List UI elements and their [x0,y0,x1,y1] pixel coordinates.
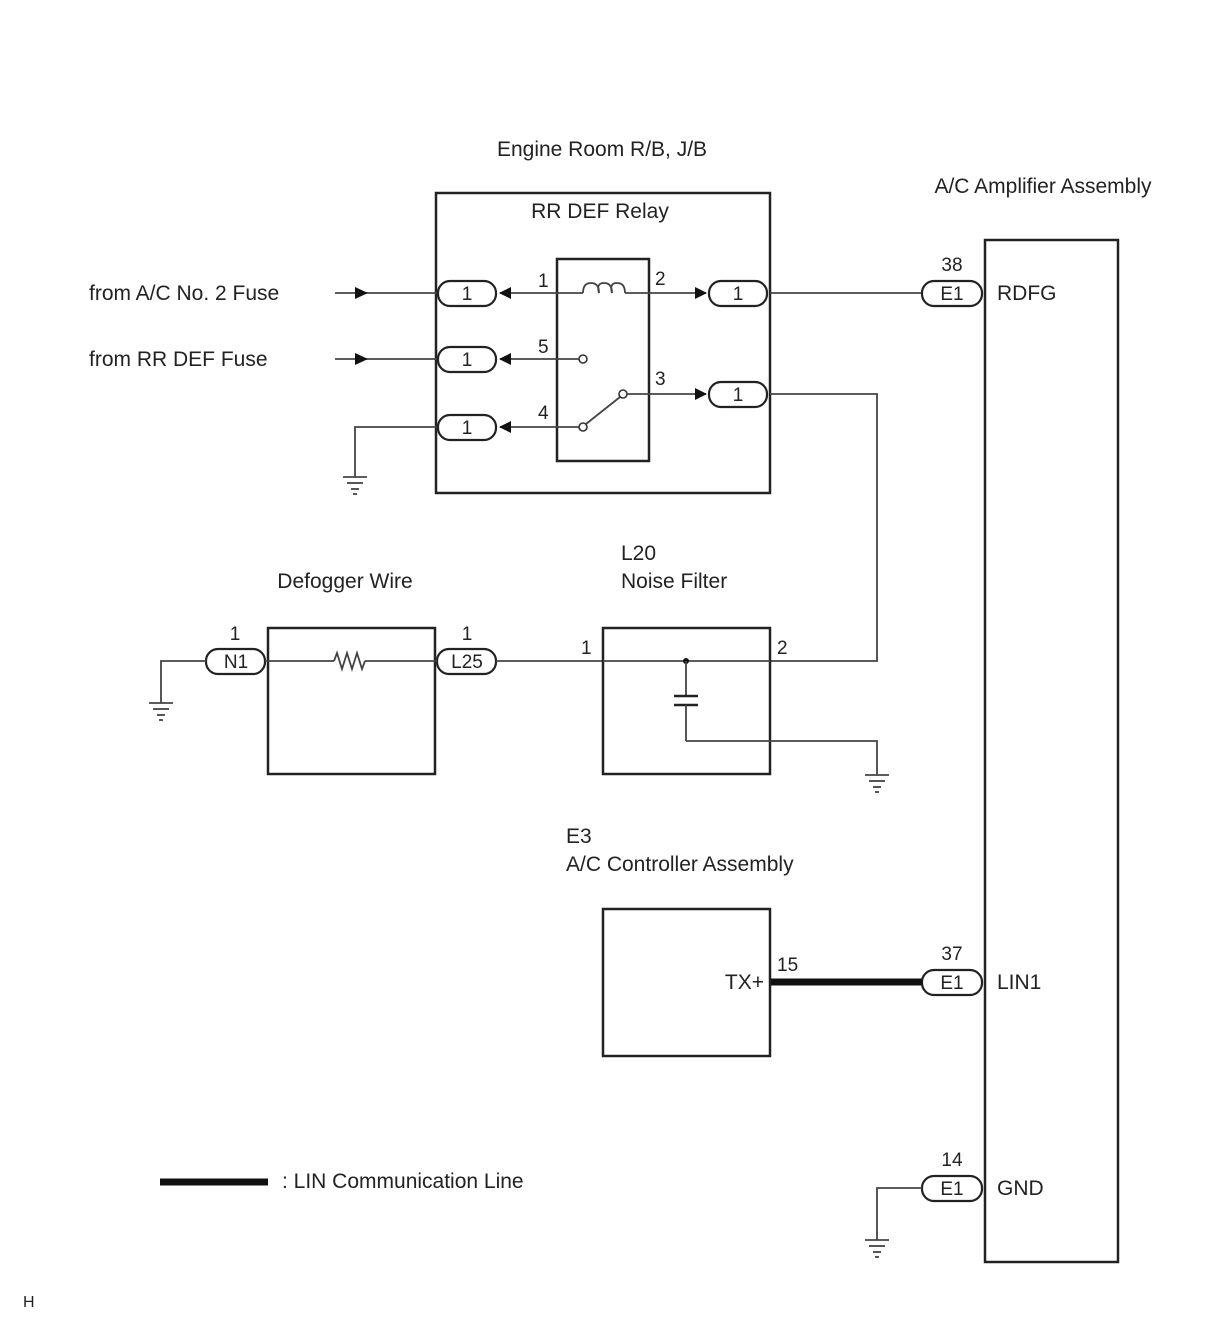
svg-text:1: 1 [733,385,744,406]
amplifier-terminal-rdfg: 38 E1 RDFG [920,255,1057,308]
input-label-rr-def-fuse: from RR DEF Fuse [89,348,268,371]
relay-coil [500,282,706,294]
relay-pin-5: 5 [538,337,549,358]
svg-text:14: 14 [941,1150,963,1171]
input-wire-rr-def-fuse [335,353,440,365]
arrow-icon [355,353,368,365]
ground-wire-noise-filter [686,740,889,793]
input-wire-ac-fuse [335,287,440,299]
connector-relay-left-mid: 1 [436,345,511,374]
svg-text:E1: E1 [940,1179,963,1200]
contact-pin5 [578,354,588,364]
svg-text:1: 1 [462,350,473,371]
relay-label: RR DEF Relay [531,200,669,223]
connector-relay-right-mid: 1 [695,380,769,409]
controller-pin-15: 15 [777,955,798,976]
defogger-label: Defogger Wire [277,570,412,593]
svg-text:LIN1: LIN1 [997,971,1041,994]
controller-code: E3 [566,825,592,848]
switch-arm-icon [585,396,621,425]
contact-pin3 [618,389,628,399]
amplifier-box [983,238,1120,1264]
controller-label: A/C Controller Assembly [566,853,794,876]
ground-wire-amplifier [865,1187,922,1258]
amplifier-terminal-lin1: 37 E1 LIN1 [920,944,1041,997]
svg-text:N1: N1 [224,652,248,673]
relay-pin-2: 2 [655,269,666,290]
contact-pin4 [578,422,588,432]
svg-text:E1: E1 [940,973,963,994]
svg-text:1: 1 [733,284,744,305]
noise-filter-label: Noise Filter [621,570,727,593]
svg-text:E1: E1 [940,284,963,305]
amplifier-terminal-gnd: 14 E1 GND [920,1150,1044,1203]
svg-text:1: 1 [462,284,473,305]
svg-text:1: 1 [462,418,473,439]
connector-n1: 1 N1 [204,624,267,676]
coil-icon [582,282,626,294]
noise-filter-code: L20 [621,542,656,565]
svg-text:38: 38 [941,255,962,276]
legend-text: : LIN Communication Line [282,1170,524,1193]
defogger-box [266,626,437,776]
footer-mark: H [23,1294,35,1311]
ground-wire-defogger [149,660,206,721]
connector-relay-left-bot: 1 [436,413,511,442]
connector-relay-left-top: 1 [436,279,511,308]
noise-filter-box [601,626,772,776]
controller-box [601,907,772,1058]
ground-icon [343,476,367,495]
arrow-icon [355,287,368,299]
ground-icon [865,774,889,793]
connector-l25: 1 L25 [435,624,498,676]
engine-room-jb-box [434,191,772,495]
controller-terminal-tx: TX+ [725,971,764,994]
resistor-icon [333,649,366,673]
svg-text:GND: GND [997,1177,1044,1200]
svg-text:L25: L25 [451,652,483,673]
relay-pin-3: 3 [655,369,666,390]
svg-text:1: 1 [230,624,241,645]
ground-icon [865,1239,889,1258]
amplifier-label: A/C Amplifier Assembly [934,175,1152,198]
ground-wire-relay [343,426,440,495]
resistor-wire [265,649,437,673]
connector-relay-right-top: 1 [695,279,769,308]
relay-box [555,257,651,463]
capacitor-icon [674,661,698,741]
svg-text:1: 1 [462,624,473,645]
svg-text:37: 37 [941,944,962,965]
input-label-ac-fuse: from A/C No. 2 Fuse [89,282,279,305]
wire-relay-to-filter [770,393,878,662]
relay-pin-4: 4 [538,403,549,424]
noise-filter-pin-1: 1 [581,638,592,659]
svg-text:RDFG: RDFG [997,282,1057,305]
engine-room-jb-label: Engine Room R/B, J/B [497,138,707,161]
noise-filter-pin-2: 2 [777,638,788,659]
relay-pin-1: 1 [538,271,549,292]
ground-icon [149,702,173,721]
